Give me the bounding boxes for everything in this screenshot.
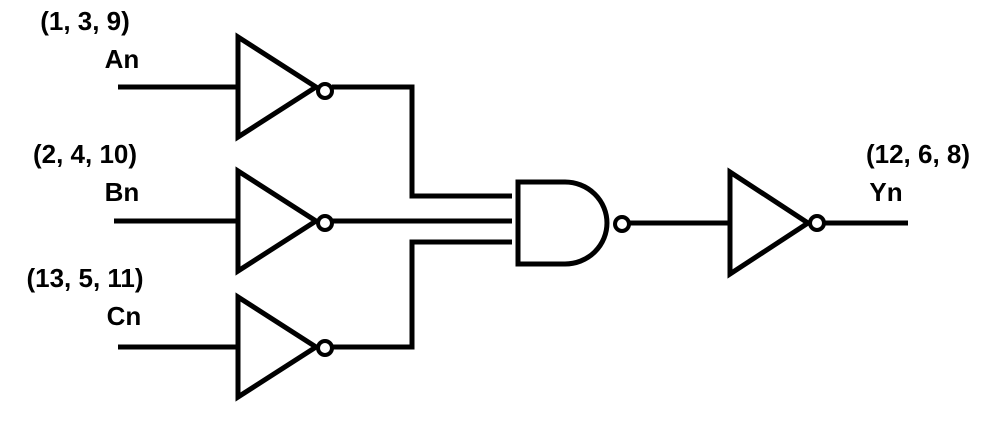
inverter-output-bubble	[808, 214, 826, 232]
nand-gate-bubble	[613, 215, 631, 233]
input-c-name: Cn	[107, 301, 142, 331]
inverter-c	[235, 292, 321, 402]
input-a-name: An	[105, 44, 140, 74]
inverter-b-bubble	[316, 214, 334, 232]
input-c-pins: (13, 5, 11)	[26, 263, 143, 293]
input-b-pins: (2, 4, 10)	[33, 139, 137, 169]
inverter-c-bubble	[316, 339, 334, 357]
input-b-name: Bn	[105, 177, 140, 207]
inverter-b	[235, 166, 321, 276]
inverter-a	[235, 32, 321, 142]
output-pins: (12, 6, 8)	[866, 139, 970, 169]
nand-gate	[515, 179, 610, 267]
inverter-a-bubble	[316, 82, 334, 100]
wire-a-to-nand	[332, 84, 512, 199]
wire-c-to-nand	[332, 239, 512, 350]
input-a-pins: (1, 3, 9)	[40, 6, 130, 36]
output-name: Yn	[869, 177, 902, 207]
inverter-output	[727, 167, 813, 279]
